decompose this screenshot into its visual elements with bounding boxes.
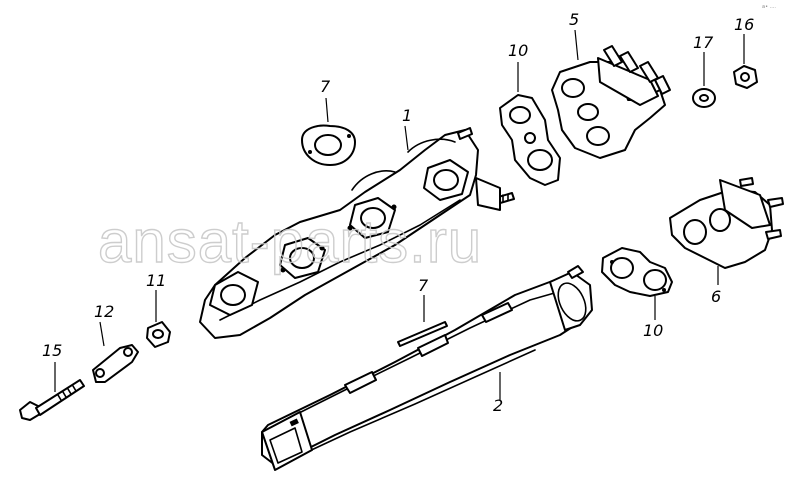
washer-part-17 <box>692 88 716 108</box>
callouts: 7 1 10 5 17 16 7 2 10 6 11 12 15 <box>42 10 754 415</box>
leader-lines <box>54 29 745 400</box>
gasket-part-7-upper <box>301 124 356 166</box>
callout-1: 1 <box>402 106 412 125</box>
flange-part-6 <box>669 177 784 269</box>
port-flange-1 <box>209 271 259 316</box>
nut-part-16 <box>733 65 758 89</box>
callout-17: 17 <box>693 33 714 52</box>
gasket-part-10-upper <box>499 94 561 186</box>
exhaust-manifold-part-1 <box>199 127 515 339</box>
callout-7-lower: 7 <box>418 276 429 295</box>
bolt-part-15 <box>19 379 85 421</box>
callout-10-lower: 10 <box>643 321 663 340</box>
callout-5: 5 <box>569 10 579 29</box>
exhaust-pipe-part-2 <box>261 265 593 471</box>
washer-part-12 <box>92 344 139 383</box>
port-flange-3 <box>349 197 396 239</box>
callout-11: 11 <box>146 271 166 290</box>
downpipe-flange-part-5 <box>551 45 671 159</box>
corner-mark: a• .... <box>762 4 776 10</box>
callout-15: 15 <box>42 341 62 360</box>
callout-6: 6 <box>711 287 721 306</box>
watermark: ansat-parts.ru <box>98 208 482 275</box>
callout-2: 2 <box>493 396 503 415</box>
callout-7-upper: 7 <box>320 77 331 96</box>
gasket-part-10-lower <box>601 247 673 297</box>
callout-12: 12 <box>94 302 114 321</box>
spacer-part-11 <box>146 321 171 348</box>
callout-10-upper: 10 <box>508 41 528 60</box>
port-flange-2 <box>279 237 326 279</box>
callout-16: 16 <box>734 15 754 34</box>
port-flange-4 <box>423 159 469 201</box>
